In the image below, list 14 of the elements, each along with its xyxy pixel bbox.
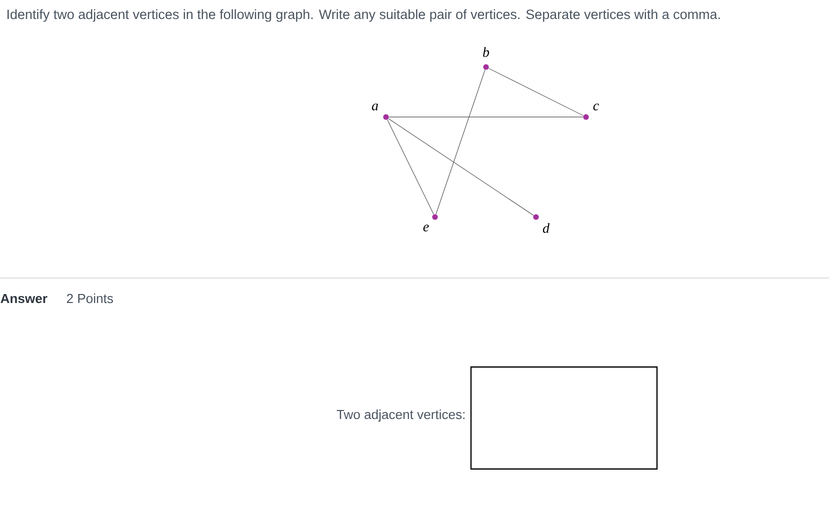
points-text: 2 Points [66, 294, 113, 304]
vertex-label: d [542, 223, 550, 233]
edge [388, 116, 584, 118]
vertex-label: b [483, 47, 490, 57]
answer-heading: Answer [0, 294, 48, 304]
vertex-label: e [423, 224, 429, 232]
edge [488, 68, 584, 116]
edge [388, 118, 534, 216]
vertex-label: c [593, 104, 599, 110]
field-label: Two adjacent vertices: [336, 410, 465, 422]
question-text: Identify two adjacent vertices in the following graph. Write any suitable pair of vertices. Separate vertices with a comma. [8, 9, 720, 22]
vertex-label: a [372, 104, 378, 110]
edge [387, 119, 434, 215]
edge [436, 70, 486, 214]
